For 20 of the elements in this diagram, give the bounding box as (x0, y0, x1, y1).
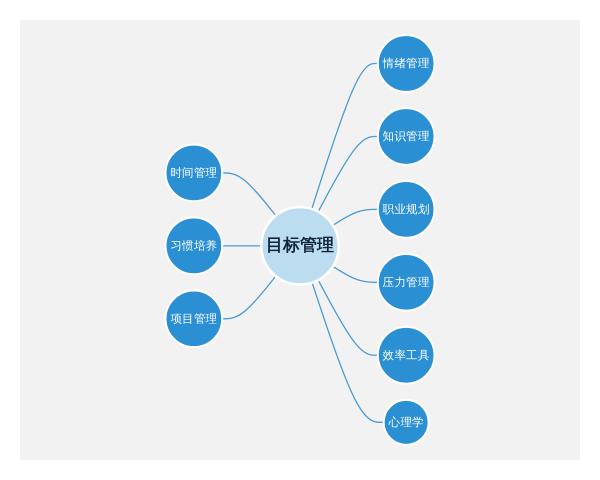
connector (311, 62, 378, 210)
node-circle (260, 206, 340, 286)
connector (222, 276, 276, 320)
connector (318, 280, 378, 356)
node-circle (376, 107, 436, 166)
node-circle (376, 34, 436, 93)
connector (222, 172, 276, 216)
node-circle (382, 398, 430, 446)
connector (332, 266, 378, 283)
node-circle (376, 180, 436, 239)
node-circle (376, 326, 436, 385)
node-circle (164, 289, 224, 348)
connector (312, 282, 384, 423)
connector (318, 136, 378, 212)
node-circle (164, 144, 224, 202)
node-circle (376, 253, 436, 312)
node-circle (164, 216, 224, 276)
diagram-background: 时间管理 情绪管理 知识管理 职业规划 习惯培养 目标管理 压力管理 项目管理 效率工具 心理学 (20, 20, 580, 460)
connector (222, 245, 262, 247)
connector (332, 208, 378, 226)
